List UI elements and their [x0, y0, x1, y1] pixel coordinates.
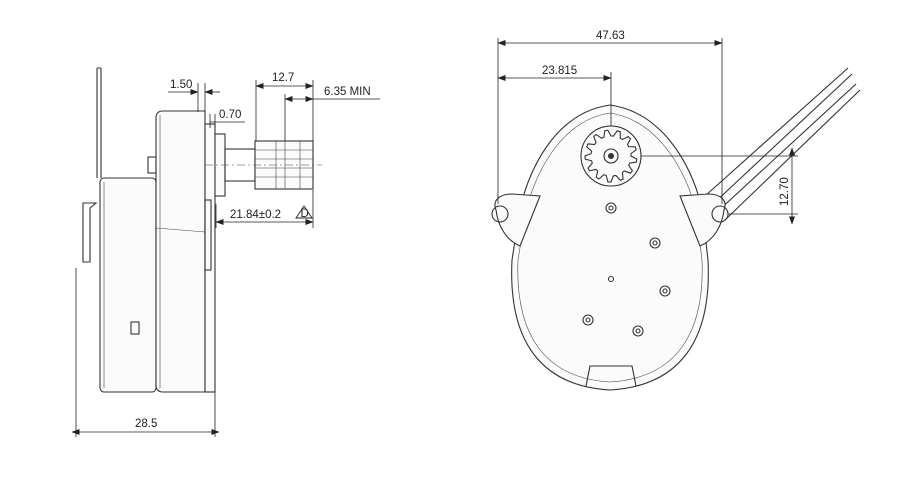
- left-mounting-hole: [491, 205, 509, 223]
- output-gear: [580, 125, 642, 187]
- mounting-bracket: [96, 67, 102, 178]
- dim-min-engagement: 6.35 MIN: [324, 86, 371, 98]
- dim-hole-to-shaft: 23.815: [542, 65, 577, 77]
- side-view: 1.50 0.70 12.7 6.35 MIN 21.84±0.2 D 28.5: [71, 67, 380, 437]
- gearbox-housing: [155, 110, 206, 393]
- dim-spline-length: 12.7: [272, 72, 294, 84]
- front-plate: [204, 123, 216, 393]
- rear-housing-slot: [130, 321, 140, 335]
- front-plate-step: [204, 199, 212, 271]
- motor-body: [511, 104, 709, 391]
- rear-housing: [99, 177, 157, 393]
- svg-text:D: D: [301, 208, 309, 220]
- left-mounting-ear: [494, 193, 541, 247]
- housing-screws: [582, 202, 671, 337]
- dim-flange-thickness: 1.50: [170, 79, 192, 91]
- front-view: 47.63 23.815 12.70: [491, 30, 861, 391]
- dim-hole-spacing: 47.63: [596, 30, 625, 42]
- dim-shaft-height: 21.84±0.2: [230, 209, 281, 221]
- side-clip: [82, 202, 98, 263]
- housing-nub: [147, 156, 157, 174]
- bottom-slot: [585, 365, 637, 387]
- right-mounting-ear: [679, 193, 726, 247]
- dim-shaft-height-above-holes: 12.70: [779, 177, 791, 206]
- dim-shaft-offset: 0.70: [219, 109, 241, 121]
- datum-triangle: D: [295, 205, 313, 220]
- dim-overall-depth: 28.5: [135, 418, 157, 430]
